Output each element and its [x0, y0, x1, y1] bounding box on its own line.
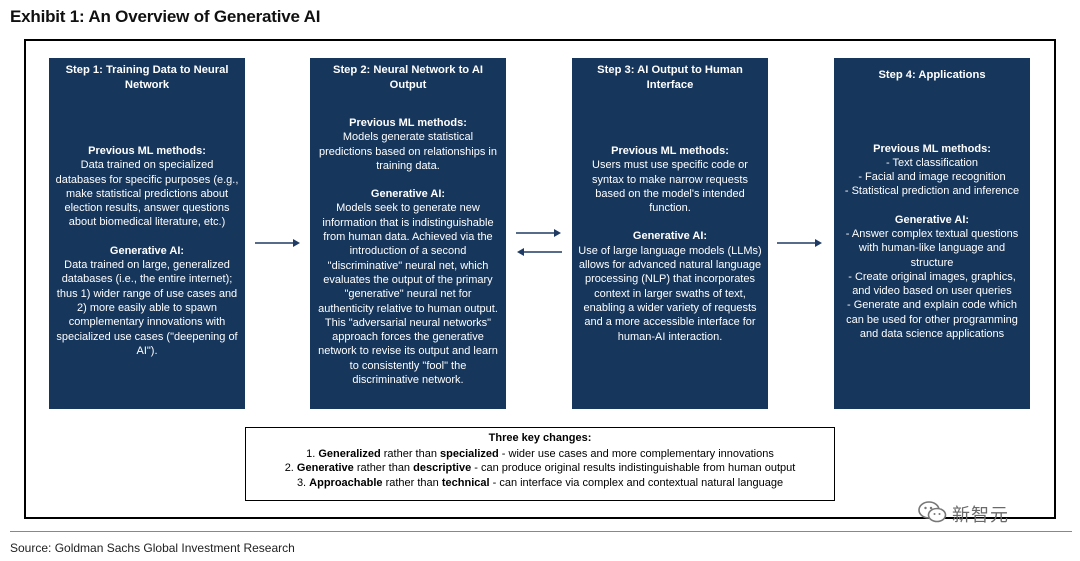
- change-connector: rather than: [353, 462, 414, 475]
- step-title: Step 4: Applications: [878, 69, 986, 81]
- previous-ml-item: - Facial and image recognition: [858, 171, 1006, 184]
- key-change-item: 2. Generative rather than descriptive - …: [246, 461, 834, 476]
- right-arrow-icon: [516, 228, 562, 238]
- previous-ml-text: Users must use specific code or syntax t…: [592, 159, 748, 215]
- change-description: - wider use cases and more complementary…: [498, 447, 774, 460]
- wechat-logo-icon: [918, 500, 948, 529]
- previous-ml-text: Models generate statistical predictions …: [319, 131, 497, 172]
- step-1-box: Step 1: Training Data to Neural Network …: [49, 58, 245, 409]
- right-arrow-icon: [777, 238, 823, 248]
- key-changes-title: Three key changes:: [488, 432, 592, 444]
- change-term: Approachable: [309, 476, 383, 489]
- change-connector: rather than: [380, 447, 441, 460]
- generative-ai-text: Data trained on large, generalized datab…: [56, 259, 238, 357]
- source-divider: [10, 531, 1072, 532]
- left-arrow-icon: [516, 247, 562, 257]
- source-note: Source: Goldman Sachs Global Investment …: [10, 541, 295, 555]
- key-changes-box: Three key changes: 1. Generalized rather…: [245, 427, 835, 501]
- generative-ai-heading: Generative AI:: [894, 213, 970, 226]
- generative-ai-heading: Generative AI:: [109, 244, 185, 257]
- change-description: - can produce original results indisting…: [471, 462, 796, 475]
- generative-ai-text: Use of large language models (LLMs) allo…: [578, 244, 762, 343]
- change-description: - can interface via complex and contextu…: [489, 476, 784, 489]
- key-change-item: 3. Approachable rather than technical - …: [246, 476, 834, 491]
- previous-ml-heading: Previous ML methods:: [611, 145, 729, 157]
- step-3-box: Step 3: AI Output to Human Interface Pre…: [572, 58, 768, 409]
- change-number: 3.: [296, 476, 310, 489]
- key-change-item: 1. Generalized rather than specialized -…: [246, 447, 834, 462]
- change-number: 2.: [284, 462, 297, 475]
- generative-ai-item: - Answer complex textual questions with …: [845, 227, 1019, 269]
- previous-ml-heading: Previous ML methods:: [873, 142, 991, 155]
- right-arrow-icon: [255, 238, 301, 248]
- previous-ml-item: - Text classification: [885, 156, 979, 169]
- change-term: Generalized: [318, 447, 381, 460]
- change-connector: rather than: [382, 476, 442, 489]
- step-2-box: Step 2: Neural Network to AI Output Prev…: [310, 58, 506, 409]
- generative-ai-text: Models seek to generate new information …: [318, 202, 498, 387]
- watermark-text: 新智元: [952, 505, 1009, 526]
- exhibit-title: Exhibit 1: An Overview of Generative AI: [10, 7, 321, 26]
- step-title: Step 1: Training Data to Neural Network: [65, 64, 229, 91]
- generative-ai-heading: Generative AI:: [370, 188, 446, 201]
- previous-ml-heading: Previous ML methods:: [349, 117, 467, 129]
- change-contrast-term: technical: [441, 476, 490, 489]
- watermark: 新智元: [918, 500, 1009, 528]
- generative-ai-item: - Generate and explain code which can be…: [846, 299, 1018, 341]
- step-title: Step 3: AI Output to Human Interface: [597, 64, 743, 91]
- change-contrast-term: descriptive: [413, 462, 472, 475]
- previous-ml-text: Data trained on specialized databases fo…: [55, 159, 239, 229]
- generative-ai-item: - Create original images, graphics, and …: [848, 270, 1016, 298]
- previous-ml-heading: Previous ML methods:: [88, 145, 206, 157]
- change-term: Generative: [296, 462, 354, 475]
- change-number: 1.: [306, 447, 319, 460]
- change-contrast-term: specialized: [440, 447, 499, 460]
- diagram-frame: [24, 39, 1056, 519]
- generative-ai-heading: Generative AI:: [632, 230, 708, 243]
- step-title: Step 2: Neural Network to AI Output: [332, 64, 484, 91]
- previous-ml-item: - Statistical prediction and inference: [844, 185, 1020, 198]
- step-4-box: Step 4: Applications Previous ML methods…: [834, 58, 1030, 409]
